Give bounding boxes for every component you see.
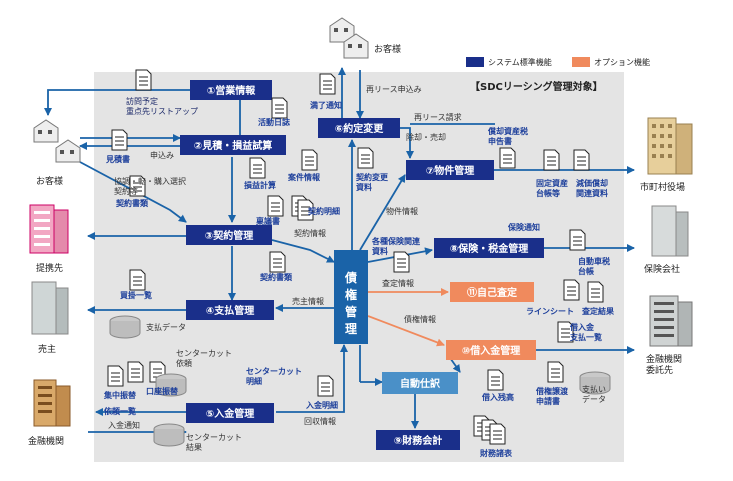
- doc-request-list: 依頼一覧: [104, 406, 136, 416]
- doc-change-docs: 契約変更資料: [355, 172, 389, 192]
- flow-receipt-notice: 入金通知: [108, 420, 140, 430]
- flow-collect-info: 回収情報: [304, 416, 336, 426]
- module-payment[interactable]: [186, 300, 274, 320]
- module-insurance-tax[interactable]: [434, 238, 544, 258]
- doc-center-cut-detail: センターカット明細: [246, 366, 302, 386]
- legend-standard-label: システム標準機能: [488, 57, 552, 67]
- module-contract[interactable]: [186, 225, 272, 245]
- flow-contract-info: 契約情報: [294, 228, 326, 238]
- flow-apply: 申込み: [150, 150, 174, 160]
- module-financial-accounting[interactable]: [376, 430, 460, 450]
- doc-contract-docs: 契約書類: [115, 198, 149, 208]
- bank-building-icon: [33, 379, 71, 427]
- doc-account-transfer: 口座振替: [146, 386, 178, 396]
- doc-center-cut-result: センターカット結果: [186, 433, 242, 452]
- actor-city-hall: 市町村役場: [640, 181, 685, 193]
- actor-seller: 売主: [38, 343, 56, 355]
- module-asset[interactable]: [406, 160, 494, 180]
- actor-partner: 提携先: [36, 262, 63, 274]
- doc-center-cut-req: センターカット依頼: [176, 349, 232, 368]
- actor-customer-top: お客様: [374, 43, 401, 55]
- doc-collect-transfer: 集中振替: [103, 390, 136, 400]
- module-estimate-label: ②見積・損益試算: [194, 139, 272, 152]
- doc-loan-transfer: 借入残高: [481, 392, 514, 402]
- doc-payment-detail: 入金明細: [305, 400, 338, 410]
- module-estimate[interactable]: [180, 135, 286, 155]
- flow-re-lease-request: 再リース請求: [414, 112, 462, 122]
- doc-estimate: 見積書: [105, 154, 130, 164]
- module-sales-info[interactable]: [190, 80, 272, 100]
- module-credit-management[interactable]: [334, 250, 368, 344]
- module-contract-change-label: ⑥約定変更: [335, 122, 384, 135]
- doc-case-info: 案件情報: [287, 172, 321, 182]
- flow-asset-info: 物件情報: [386, 206, 418, 216]
- doc-pay-data: 支払いデータ: [582, 384, 606, 404]
- module-receipt[interactable]: [186, 403, 274, 423]
- customer-top-houses-icon: [329, 17, 369, 59]
- flow-insurance-related: 各種保険関連資料: [371, 236, 421, 256]
- legend-option-label: オプション機能: [594, 57, 650, 67]
- doc-contract-detail: 契約明細: [307, 206, 340, 216]
- module-loan[interactable]: [446, 340, 536, 360]
- doc-activity-log: 活動日誌: [258, 117, 290, 127]
- module-auto-journal-label: 自動仕訳: [400, 377, 441, 390]
- flow-cancel: 除却・売却: [406, 132, 446, 142]
- module-loan-label: ⑩借入金管理: [462, 344, 520, 357]
- doc-payment-data: 支払データ: [146, 322, 186, 332]
- doc-assess-result: 査定結果: [581, 306, 614, 316]
- doc-auto-tax: 自動車税台帳: [578, 256, 610, 276]
- legend-option-swatch: [572, 57, 590, 67]
- insurance-building-icon: [651, 205, 689, 257]
- customer-left-houses-icon: [33, 119, 81, 163]
- doc-profit-calc: 損益計算: [244, 180, 276, 190]
- module-insurance-tax-label: ⑧保険・税金管理: [450, 242, 528, 255]
- module-receipt-label: ⑤入金管理: [206, 407, 254, 420]
- module-self-assessment-label: ⑪自己査定: [467, 286, 517, 299]
- flow-consult: 協調・転・購入選択契約等: [114, 176, 186, 196]
- module-contract-label: ③契約管理: [205, 229, 253, 242]
- doc-payment-list: 買掛一覧: [120, 290, 152, 300]
- doc-visit: 訪問予定重点先リストアップ: [126, 96, 198, 116]
- seller-building-icon: [31, 281, 69, 335]
- module-sales-info-label: ①営業情報: [207, 84, 256, 97]
- doc-fixed-asset: 固定資産台帳等: [536, 178, 568, 198]
- module-self-assessment[interactable]: [450, 282, 534, 302]
- doc-depreciation-tax: 償却資産税申告書: [487, 126, 528, 146]
- doc-depreciation-docs: 減価償却関連資料: [576, 178, 608, 198]
- module-auto-journal[interactable]: [382, 372, 458, 394]
- actor-bank: 金融機関: [28, 435, 64, 447]
- module-credit-management-label: 債権管理: [344, 270, 357, 336]
- doc-fin-report: 財務諸表: [479, 448, 513, 458]
- actor-finance-outsource: 金融機関委託先: [646, 353, 682, 376]
- doc-loan-list: 借入金支払一覧: [569, 322, 602, 342]
- doc-loan-request: 借権譲渡申請書: [535, 386, 569, 406]
- doc-contract-books: 契約書類: [259, 272, 293, 282]
- partner-building-icon: [29, 204, 69, 254]
- module-financial-accounting-label: ⑨財務会計: [394, 434, 442, 447]
- module-asset-label: ⑦物件管理: [426, 164, 474, 177]
- flow-assess-info: 査定情報: [382, 278, 414, 288]
- module-contract-change[interactable]: [318, 118, 400, 138]
- doc-insurance-notice: 保険通知: [507, 222, 540, 232]
- doc-line-sheet: ラインシート: [526, 307, 574, 316]
- module-payment-label: ④支払管理: [206, 304, 254, 317]
- actor-insurance: 保険会社: [644, 263, 680, 275]
- doc-ringi: 稟議書: [255, 216, 280, 226]
- finance-building-icon: [649, 295, 693, 347]
- flow-re-lease-apply: 再リース申込み: [366, 84, 422, 94]
- flow-debt-info: 債権情報: [404, 314, 436, 324]
- doc-end-notice: 満了通知: [310, 100, 342, 110]
- flow-sales-info: 売主情報: [292, 296, 324, 306]
- legend-standard-swatch: [466, 57, 484, 67]
- scope-title: 【SDCリーシング管理対象】: [470, 80, 603, 93]
- city-hall-building-icon: [647, 117, 693, 175]
- actor-customer-left: お客様: [36, 175, 63, 187]
